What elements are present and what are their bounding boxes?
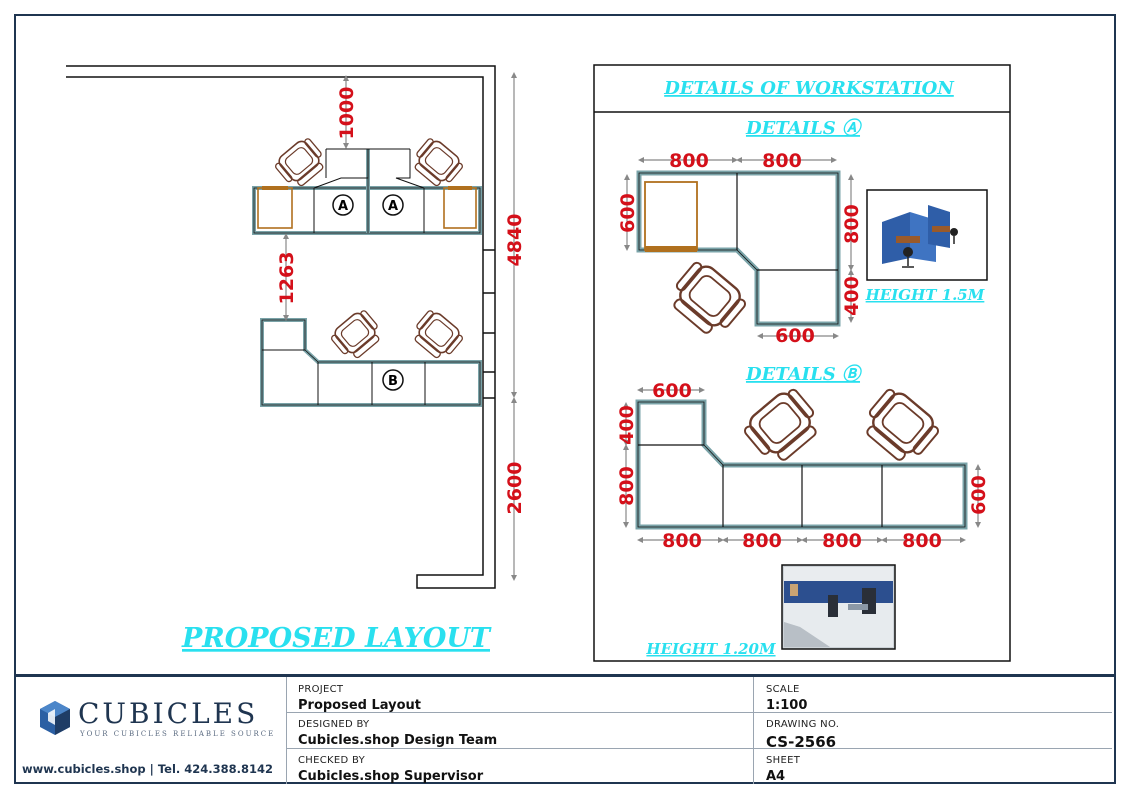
details-b-workstation <box>635 383 968 530</box>
workstation-row-b: B <box>260 306 482 407</box>
sheet-cell: SHEET A4 <box>753 749 1112 784</box>
scale-label: SCALE <box>766 684 800 695</box>
drawing-no-cell: DRAWING NO. CS-2566 <box>753 713 1112 751</box>
details-b-dimensions <box>623 387 981 543</box>
dim-b-bottom-4: 800 <box>902 530 942 552</box>
cube-logo-icon <box>40 701 70 735</box>
sheet-label: SHEET <box>766 755 801 766</box>
drawing-canvas: A A B 1000 1263 4840 2600 PROPOSED LAYOU… <box>66 64 1011 662</box>
dim-b-left-lower: 800 <box>616 466 638 506</box>
brand-tagline: YOUR CUBICLES RELIABLE SOURCE <box>80 730 276 738</box>
dim-top-clearance: 1000 <box>336 87 358 140</box>
dim-gap: 1263 <box>276 252 298 305</box>
details-a-workstation <box>636 170 841 343</box>
project-value: Proposed Layout <box>298 698 422 713</box>
dim-b-left-upper: 400 <box>616 405 638 445</box>
height-b-label: HEIGHT 1.20M <box>645 640 776 658</box>
dim-a-bottom: 600 <box>775 325 815 347</box>
designed-cell: DESIGNED BY Cubicles.shop Design Team <box>287 713 753 749</box>
drawing-no-label: DRAWING NO. <box>766 719 840 730</box>
logo-cell: CUBICLES YOUR CUBICLES RELIABLE SOURCE w… <box>14 677 287 784</box>
designed-value: Cubicles.shop Design Team <box>298 733 498 748</box>
workstation-b-photo <box>781 564 896 650</box>
details-b-title: DETAILS Ⓑ <box>745 364 863 385</box>
room-walls <box>66 65 496 589</box>
proposed-layout-title: PROPOSED LAYOUT <box>181 623 492 654</box>
drawing-no-value: CS-2566 <box>766 733 837 751</box>
dim-a-left: 600 <box>617 193 639 233</box>
marker-a-left: A <box>338 199 348 214</box>
marker-a-right: A <box>388 199 398 214</box>
dim-a-right-lower: 400 <box>841 276 863 316</box>
height-a-label: HEIGHT 1.5M <box>865 286 985 304</box>
layout-dimensions <box>283 72 517 581</box>
dim-a-top-2: 800 <box>762 150 802 172</box>
dim-wall-upper: 4840 <box>504 214 526 267</box>
scale-value: 1:100 <box>766 698 808 713</box>
details-a-dimensions <box>624 157 854 339</box>
dim-a-right-upper: 800 <box>841 204 863 244</box>
details-a-title: DETAILS Ⓐ <box>745 118 863 139</box>
checked-value: Cubicles.shop Supervisor <box>298 769 484 784</box>
details-of-workstation-title: DETAILS OF WORKSTATION <box>663 78 955 99</box>
sheet-frame <box>14 14 1116 784</box>
checked-label: CHECKED BY <box>298 755 365 766</box>
brand-name: CUBICLES <box>78 697 259 730</box>
contact-info: www.cubicles.shop | Tel. 424.388.8142 <box>22 762 274 776</box>
dim-wall-lower: 2600 <box>504 462 526 515</box>
dim-b-right: 600 <box>968 475 990 515</box>
dim-b-bottom-2: 800 <box>742 530 782 552</box>
sheet-value: A4 <box>766 769 786 784</box>
project-cell: PROJECT Proposed Layout <box>287 677 753 713</box>
dim-b-top-left: 600 <box>652 380 692 402</box>
dim-b-bottom-1: 800 <box>662 530 702 552</box>
dim-b-bottom-3: 800 <box>822 530 862 552</box>
workstation-a-thumbnail <box>866 189 988 281</box>
details-panel <box>593 64 1011 662</box>
scale-cell: SCALE 1:100 <box>753 677 1112 713</box>
checked-cell: CHECKED BY Cubicles.shop Supervisor <box>287 749 753 784</box>
designed-label: DESIGNED BY <box>298 719 370 730</box>
project-label: PROJECT <box>298 684 344 695</box>
dim-a-top-1: 800 <box>669 150 709 172</box>
workstation-row-a: A A <box>252 134 482 235</box>
marker-b: B <box>388 374 398 389</box>
title-block: CUBICLES YOUR CUBICLES RELIABLE SOURCE w… <box>14 674 1116 784</box>
